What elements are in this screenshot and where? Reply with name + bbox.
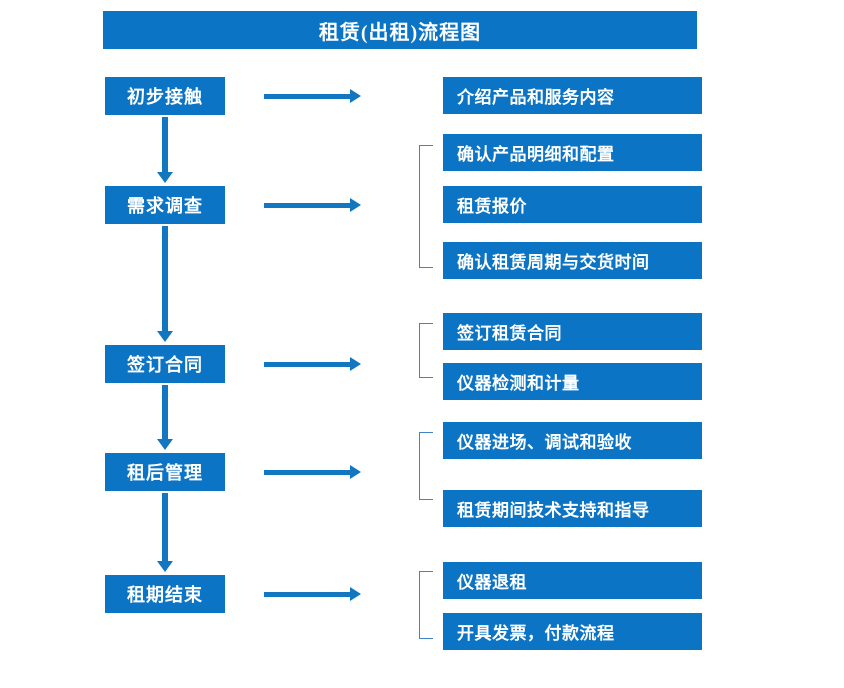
vertical-arrow-contract-to-management (157, 385, 173, 450)
horizontal-arrow-demand-survey (264, 198, 361, 212)
vertical-arrow-management-to-end (157, 493, 173, 572)
detail-box-instrument-return[interactable]: 仪器退租 (443, 562, 702, 599)
bracket-sign-contract-group (419, 323, 433, 378)
stage-box-lease-end[interactable]: 租期结束 (105, 575, 225, 613)
bracket-lease-end-group (419, 571, 433, 639)
detail-box-instrument-entry-acceptance[interactable]: 仪器进场、调试和验收 (443, 422, 702, 459)
detail-box-confirm-period-delivery[interactable]: 确认租赁周期与交货时间 (443, 242, 702, 279)
vertical-arrow-demand-to-contract (157, 226, 173, 342)
detail-box-introduce-products[interactable]: 介绍产品和服务内容 (443, 77, 702, 114)
detail-box-tech-support-guidance[interactable]: 租赁期间技术支持和指导 (443, 490, 702, 527)
bracket-post-rent-management-group (419, 432, 433, 500)
stage-box-demand-survey[interactable]: 需求调查 (105, 186, 225, 224)
horizontal-arrow-lease-end (264, 587, 361, 601)
page-title: 租赁(出租)流程图 (103, 11, 697, 49)
vertical-arrow-initial-to-demand (157, 117, 173, 183)
stage-box-initial-contact[interactable]: 初步接触 (105, 77, 225, 115)
detail-box-instrument-test-metering[interactable]: 仪器检测和计量 (443, 363, 702, 400)
stage-box-sign-contract[interactable]: 签订合同 (105, 345, 225, 383)
detail-box-confirm-spec-config[interactable]: 确认产品明细和配置 (443, 134, 702, 171)
horizontal-arrow-sign-contract (264, 357, 361, 371)
detail-box-rental-quotation[interactable]: 租赁报价 (443, 186, 702, 223)
detail-box-sign-lease-contract[interactable]: 签订租赁合同 (443, 313, 702, 350)
bracket-demand-survey-group (419, 145, 433, 268)
detail-box-invoice-payment[interactable]: 开具发票，付款流程 (443, 613, 702, 650)
horizontal-arrow-initial-contact (264, 89, 361, 103)
stage-box-post-rent-management[interactable]: 租后管理 (105, 453, 225, 491)
horizontal-arrow-post-rent-management (264, 465, 361, 479)
